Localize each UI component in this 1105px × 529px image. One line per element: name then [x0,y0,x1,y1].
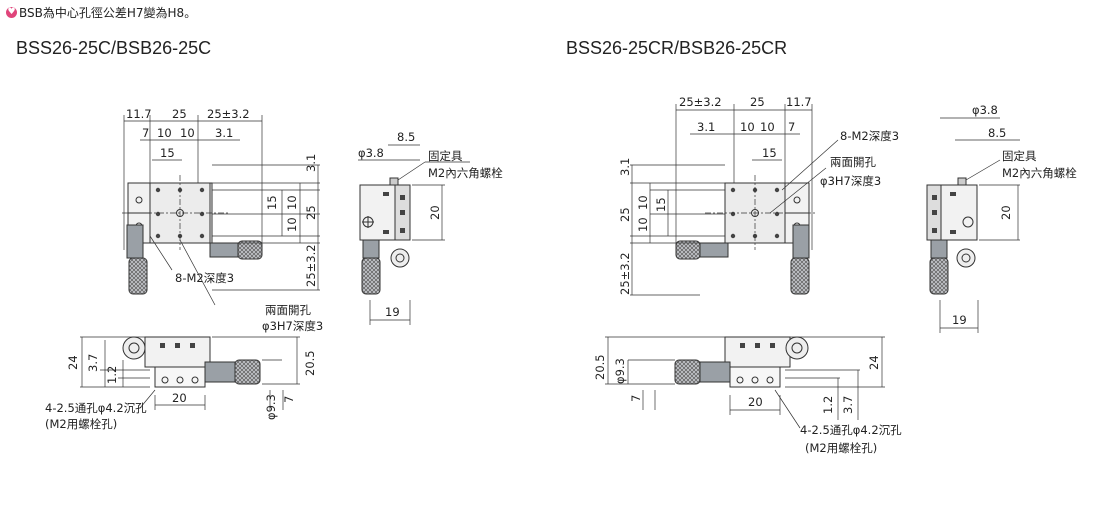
right-dim-phi3-8: φ3.8 [972,103,998,117]
right-dim-20-side: 20 [999,205,1013,220]
right-title: BSS26-25CR/BSB26-25CR [566,38,788,58]
right-side-dim-texts: φ3.8 8.5 20 19 固定具 M2內六角螺栓 [952,103,1077,327]
right-side-view [926,177,978,295]
left-front-view [122,336,261,388]
left-through-callout-1: 兩面開孔 [265,303,311,317]
right-hole-callout-2: (M2用螺栓孔) [805,441,877,455]
left-dim-25-top: 25 [172,107,187,121]
left-dim-7-bottom: 7 [282,396,296,403]
left-dim-25pm-top: 25±3.2 [207,107,250,121]
left-dim-25pm-v: 25±3.2 [304,244,318,287]
left-through-callout-2: φ3H7深度3 [262,319,323,333]
right-dim-25-top: 25 [750,95,765,109]
right-top-dim-texts: 25±3.2 25 11.7 3.1 10 10 7 15 3.1 25 10 … [618,95,899,295]
right-dim-15-v: 15 [654,197,668,212]
right-dim-1-2: 1.2 [821,396,835,414]
right-dim-25pm-top: 25±3.2 [679,95,722,109]
left-front-dimlines [80,336,300,410]
right-dim-phi9-3: φ9.3 [613,358,627,384]
note-marker-icon: ♥ [6,7,17,18]
left-dim-3-7: 3.7 [86,354,100,372]
left-screw-callout: M2內六角螺栓 [428,166,503,180]
right-tap-callout: 8-M2深度3 [840,129,899,143]
left-dim-11-7: 11.7 [126,107,152,121]
left-fixture-callout: 固定具 [428,149,463,163]
left-dim-20-bottom: 20 [172,391,187,405]
right-dim-10-v1: 10 [636,195,650,210]
right-dim-3-7: 3.7 [841,396,855,414]
left-side-dimlines [358,144,470,325]
left-dim-15-v: 15 [265,195,279,210]
left-dim-phi3-8: φ3.8 [358,146,384,160]
left-dim-phi9-3: φ9.3 [264,394,278,420]
note: ♥ BSB為中心孔徑公差H7變為H8。 [6,4,196,21]
left-top-view [122,175,263,295]
left-dim-15-top: 15 [160,146,175,160]
right-dim-20-bottom: 20 [748,395,763,409]
right-dim-25pm-v: 25±3.2 [618,252,632,295]
right-dim-11-7: 11.7 [786,95,812,109]
right-top-view [675,175,815,295]
right-dim-10-v2: 10 [636,217,650,232]
right-front-dimlines [605,336,885,429]
left-dim-20-5: 20.5 [303,350,317,376]
left-dim-20-side: 20 [428,205,442,220]
right-dim-10a: 10 [740,120,755,134]
left-dim-7: 7 [142,126,149,140]
left-dim-10b: 10 [180,126,195,140]
right-dim-25-v: 25 [618,207,632,222]
right-dim-24: 24 [867,355,881,370]
left-side-view [359,177,411,295]
right-dim-3-1-v: 3.1 [618,158,632,176]
right-side-dimlines [939,117,1020,333]
right-front-dim-texts: 20.5 φ9.3 7 20 1.2 3.7 24 4-2.5通孔φ4.2沉孔 … [593,354,902,455]
left-dim-8-5: 8.5 [397,130,415,144]
right-dim-7: 7 [788,120,795,134]
right-dim-19: 19 [952,313,967,327]
right-through-callout-1: 兩面開孔 [830,155,876,169]
right-dim-15-top: 15 [762,146,777,160]
right-front-view [674,336,809,388]
note-text: BSB為中心孔徑公差H7變為H8。 [19,6,197,20]
left-dim-10a: 10 [157,126,172,140]
left-top-dim-texts: 11.7 25 25±3.2 7 10 10 3.1 15 3.1 15 10 … [126,107,323,333]
right-dim-8-5: 8.5 [988,126,1006,140]
left-top-dimlines [123,115,320,306]
left-dim-19: 19 [385,305,400,319]
left-dim-24: 24 [66,355,80,370]
right-screw-callout: M2內六角螺栓 [1002,166,1077,180]
left-side-dim-texts: φ3.8 8.5 20 19 固定具 M2內六角螺栓 [358,130,503,319]
left-tap-callout: 8-M2深度3 [175,271,234,285]
right-hole-callout-1: 4-2.5通孔φ4.2沉孔 [800,423,902,437]
left-dim-1-2: 1.2 [105,366,119,384]
right-dim-3-1: 3.1 [697,120,715,134]
left-hole-callout-2: (M2用螺栓孔) [45,417,117,431]
right-fixture-callout: 固定具 [1002,149,1037,163]
left-dim-10-v1: 10 [285,195,299,210]
right-dim-7-bottom: 7 [629,395,643,402]
left-hole-callout-1: 4-2.5通孔φ4.2沉孔 [45,401,147,415]
right-through-callout-2: φ3H7深度3 [820,174,881,188]
left-front-dim-texts: 24 3.7 1.2 20 φ9.3 7 20.5 4-2.5通孔φ4.2沉孔 … [45,350,317,431]
left-dim-25-v: 25 [304,205,318,220]
left-dim-3-1: 3.1 [215,126,233,140]
right-top-dimlines [630,104,839,296]
left-dim-10-v2: 10 [285,217,299,232]
left-title: BSS26-25C/BSB26-25C [16,38,212,58]
right-dim-20-5: 20.5 [593,354,607,380]
left-dim-3-1-v: 3.1 [304,154,318,172]
right-dim-10b: 10 [760,120,775,134]
